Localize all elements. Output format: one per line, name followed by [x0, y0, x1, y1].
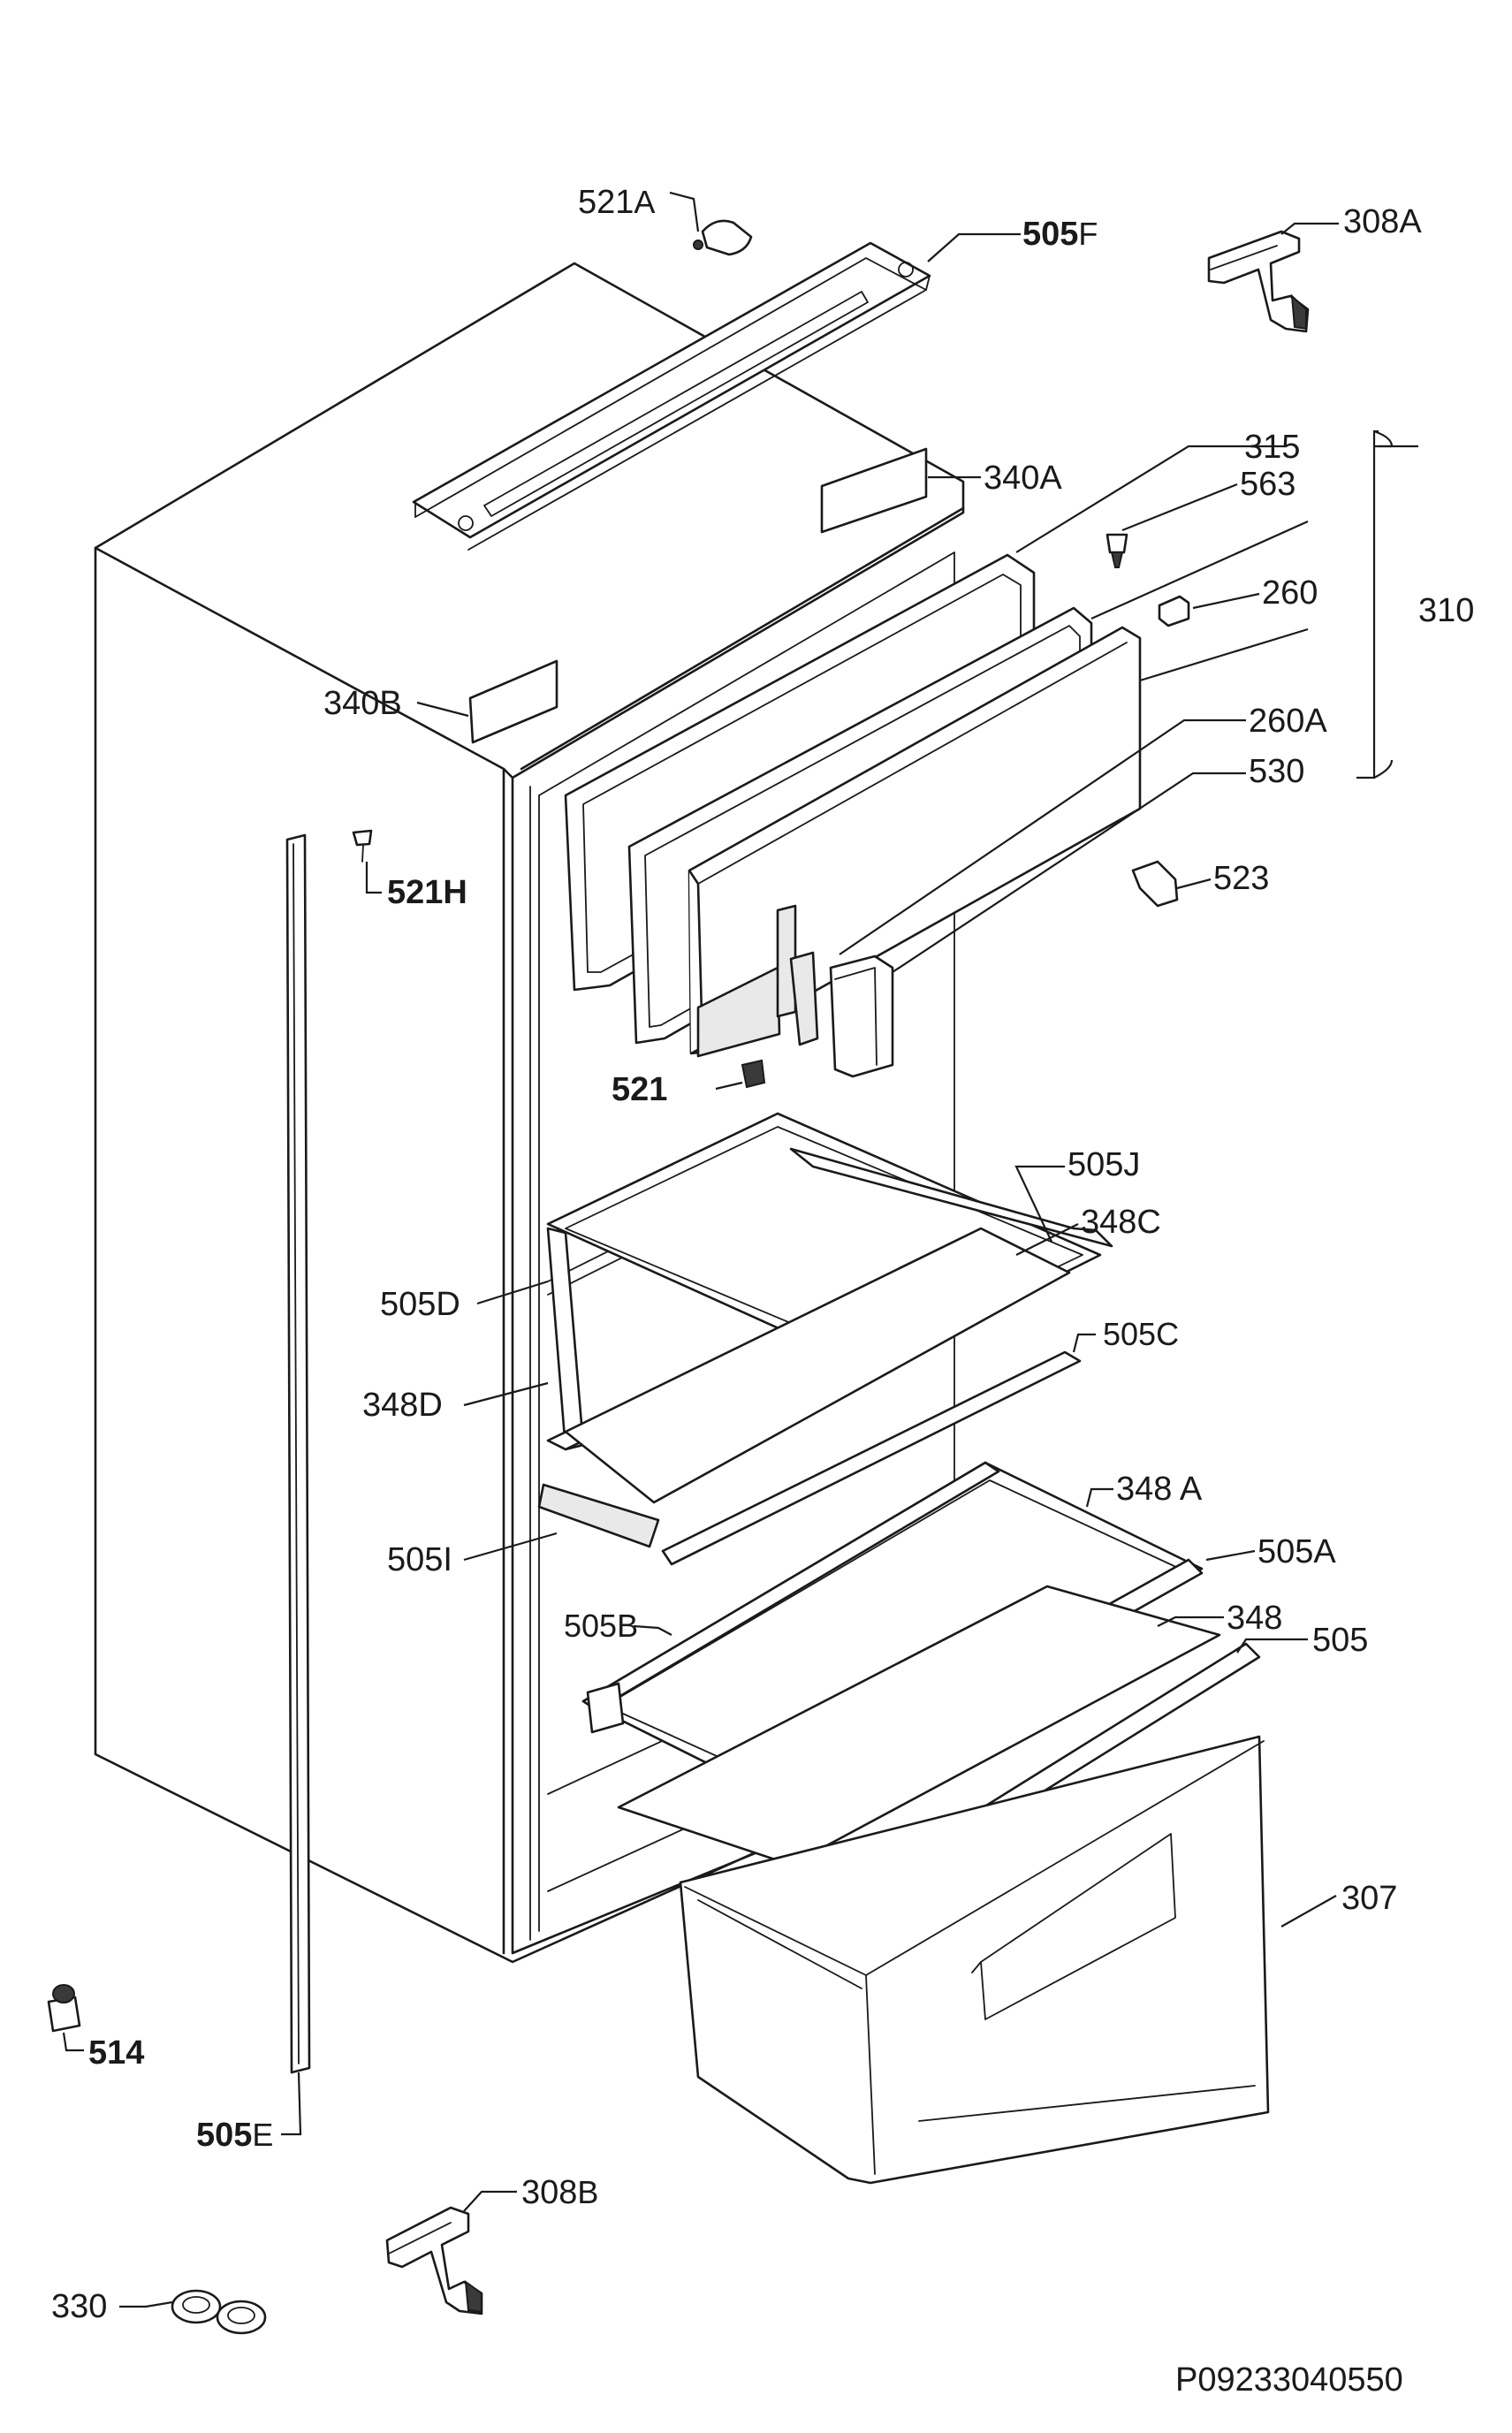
callout-348C: 348C	[1081, 1204, 1161, 1241]
callout-315: 315	[1244, 429, 1300, 466]
callout-505A: 505A	[1257, 1533, 1336, 1570]
bottom-hinge-308B	[385, 2206, 483, 2315]
callout-labels: 521A 505F 308A 315 340A 563 260 310 340B…	[51, 184, 1474, 2399]
callout-505E: 505E	[196, 2117, 273, 2154]
callout-340B: 340B	[323, 685, 402, 722]
small-parts	[352, 219, 1310, 1089]
callout-260A: 260A	[1249, 703, 1327, 740]
callout-308A: 308A	[1343, 203, 1422, 240]
callout-348D: 348D	[362, 1387, 443, 1424]
callout-563: 563	[1240, 466, 1295, 503]
leveling-feet-330	[171, 2289, 267, 2335]
callout-505: 505	[1312, 1622, 1368, 1659]
callout-521A: 521A	[578, 184, 655, 221]
callout-260: 260	[1262, 574, 1318, 612]
top-hinge-plate-505F	[412, 241, 931, 551]
callout-521: 521	[612, 1071, 667, 1108]
leader-lines	[62, 191, 1418, 2308]
callout-505J: 505J	[1068, 1146, 1140, 1183]
callout-310: 310	[1418, 592, 1474, 629]
callout-514: 514	[88, 2034, 144, 2072]
knob-514	[47, 1984, 81, 2033]
callout-521H: 521H	[387, 874, 467, 911]
callout-348: 348	[1227, 1600, 1282, 1637]
door-seal-strip-505E	[285, 833, 311, 2074]
callout-348A: 348 A	[1116, 1471, 1203, 1508]
callout-308B: 308B	[521, 2174, 598, 2211]
crisper-drawer-307	[679, 1735, 1270, 2185]
callout-505B: 505B	[564, 1608, 638, 1644]
callout-340A: 340A	[984, 460, 1062, 497]
callout-505F: 505F	[1022, 216, 1098, 253]
callout-530: 530	[1249, 753, 1304, 790]
callout-523: 523	[1213, 860, 1269, 897]
evaporator-door-assembly-310	[564, 553, 1142, 1058]
callout-505C: 505C	[1103, 1316, 1179, 1352]
reference-code: P09233040550	[1175, 2361, 1403, 2399]
callout-505D: 505D	[380, 1286, 460, 1323]
callout-330: 330	[51, 2288, 107, 2325]
callout-307: 307	[1341, 1880, 1397, 1917]
callout-505I: 505I	[387, 1541, 452, 1578]
shelves	[537, 1112, 1261, 1939]
